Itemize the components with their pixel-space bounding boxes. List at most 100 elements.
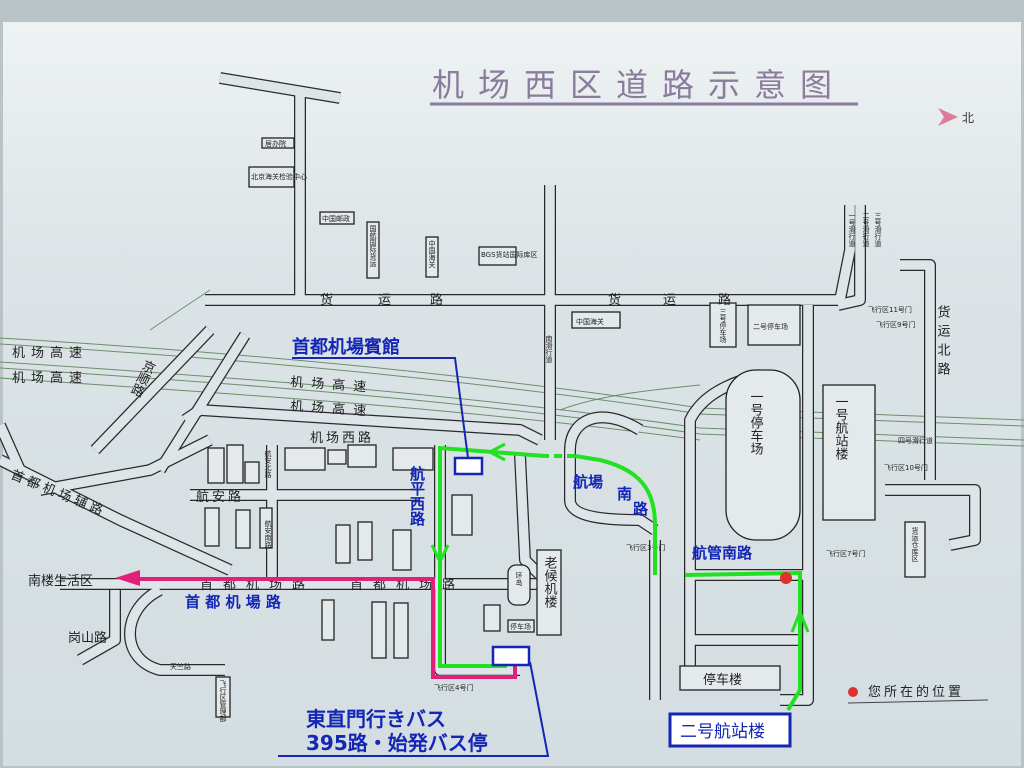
capital-airport-road-annotation: 首 都 机 場 路 (185, 593, 282, 611)
parking-lot-3 (709, 302, 737, 348)
road-surface (91, 326, 214, 454)
gate-10-label: 飞行区10号门 (884, 463, 928, 472)
terminal-1 (822, 384, 876, 521)
tianzhu-road-label: 天竺路 (170, 662, 191, 671)
intl-cargo (366, 221, 380, 279)
bgs-label: BGS货站国际库区 (481, 250, 538, 259)
customs-label: 中国海关 (576, 317, 604, 326)
bus-stop-pointer-line (278, 661, 550, 757)
road-surface (182, 405, 543, 445)
road-surface (0, 423, 25, 472)
hangchang-south-road-label-b: 南 (617, 485, 632, 503)
cargo-road-label-2: 运 (378, 293, 391, 308)
hangan-south-road-label: 航安南路 (264, 519, 272, 549)
legend-dot-icon (848, 687, 858, 697)
expressway-label-4: 机场高速 (290, 398, 375, 420)
cargo-road-label-1: 货 (320, 292, 333, 308)
gangshan-road-label: 岗山路 (68, 630, 107, 646)
taxiway-3-label: 三号滑行道 (874, 212, 882, 248)
legend-underline (847, 699, 989, 704)
bus-stop-marker (491, 645, 531, 667)
road-surface (205, 205, 855, 305)
parking-lot-2-label: 二号停车场 (753, 322, 788, 331)
taxiway-1-label: 一号滑行道 (848, 212, 856, 248)
post-label: 中国邮政 (322, 214, 350, 223)
inspection-center (248, 166, 295, 188)
hangan-north-road-label: 航安北路 (264, 449, 272, 479)
north-label: 北 (962, 111, 974, 125)
gate-9-label: 飞行区9号门 (876, 320, 915, 329)
parking-lot-1 (725, 369, 801, 541)
parking-lot-small-label: 停车场 (510, 622, 531, 631)
hangping-west-road-label: 航平西路 (408, 465, 426, 526)
parking-building (679, 665, 781, 691)
customs-2-label: 中国海关 (428, 239, 436, 269)
road-surface (125, 585, 225, 675)
terminal-2-label: 二号航站楼 (680, 722, 765, 742)
nanlou-living-area-label: 南楼生活区 (28, 573, 93, 589)
old-terminal (536, 549, 562, 636)
road-surface (885, 485, 980, 550)
hangan-road-label: 航安路 (196, 489, 244, 505)
inspection-label: 北京海关检验中心 (251, 172, 307, 181)
road-surface (780, 305, 813, 705)
intl-cargo-label: 国航国际货运 (369, 225, 377, 268)
hotel-marker (453, 456, 484, 476)
gate-4-label: 飞行区4号门 (434, 683, 473, 692)
airside-admin-label: 飞行区管理部 (219, 680, 227, 723)
expressway-label-2: 机场高速 (12, 370, 88, 386)
cargo-area-label: 货运仓库区 (911, 526, 919, 562)
road-surface (836, 205, 865, 310)
office-building (261, 137, 295, 149)
terminal-2-box (668, 712, 792, 748)
bus-destination-label: 東直門行きバス (306, 707, 446, 731)
gate-3-label: 飞行区3号门 (626, 543, 665, 552)
cargo-north-road-label: 货运北路 (935, 304, 951, 381)
expressway-label-1: 机场高速 (12, 345, 88, 361)
parking-lot-2 (747, 304, 801, 346)
hangchang-south-road-label-c: 路 (633, 500, 649, 518)
customs-2 (425, 236, 439, 278)
pink-route (115, 570, 517, 679)
bgs-cargo (478, 246, 517, 266)
gate-7-label: 飞行区7号门 (826, 549, 865, 558)
taxiway-4-label: 四号滑行道 (898, 436, 933, 445)
road-surface (565, 412, 658, 534)
hotel-pointer-line (292, 357, 469, 459)
parking-lot-small (507, 619, 535, 633)
road-surface (77, 590, 120, 665)
expressway-lines (0, 289, 1024, 447)
expressway-label-3: 机场高速 (290, 374, 375, 396)
map-title: 机场西区道路示意图 (432, 66, 846, 104)
road-surface (155, 332, 250, 473)
ring-island-label: 环岛 (515, 572, 523, 587)
buildings: 一号停车场 一号航站楼 停车楼 老候机楼 环岛 停车场 中国海关 三号停车场 二… (204, 137, 926, 723)
old-terminal-label: 老候机楼 (542, 556, 558, 608)
road-surface (515, 454, 544, 579)
terminal-1-label: 一号航站楼 (833, 395, 849, 460)
bus-stop-label: 395路・始発バス停 (306, 731, 488, 755)
road-surface (900, 260, 935, 480)
airside-admin (215, 676, 231, 718)
office-label: 居办院 (265, 139, 286, 148)
cargo-area (904, 521, 926, 578)
cargo-road-label-east: 货运路 (608, 292, 773, 308)
legend-you-are-here: 您所在的位置 (868, 684, 964, 700)
ring-island (507, 564, 531, 606)
airport-west-road-label: 机场西路 (310, 430, 374, 446)
parking-lot-3-label: 三号停车场 (719, 308, 727, 344)
taxiway-2-label: 二号滑行道 (862, 212, 870, 248)
hangchang-south-road-label-a: 航場 (573, 473, 603, 491)
gate-11-label: 飞行区11号门 (868, 305, 912, 314)
road-surface (0, 455, 232, 575)
road-surface (39, 435, 213, 495)
north-arrow-icon (938, 108, 958, 126)
pink-arrow-icon (115, 570, 140, 586)
road-surface (219, 73, 341, 103)
parking-lot-1-label: 一号停车场 (748, 390, 764, 455)
hotel-label: 首都机場賓館 (292, 336, 400, 358)
cargo-road-label-3: 路 (430, 292, 443, 308)
hangguan-south-road-label: 航管南路 (692, 544, 753, 562)
post-office (319, 211, 355, 225)
